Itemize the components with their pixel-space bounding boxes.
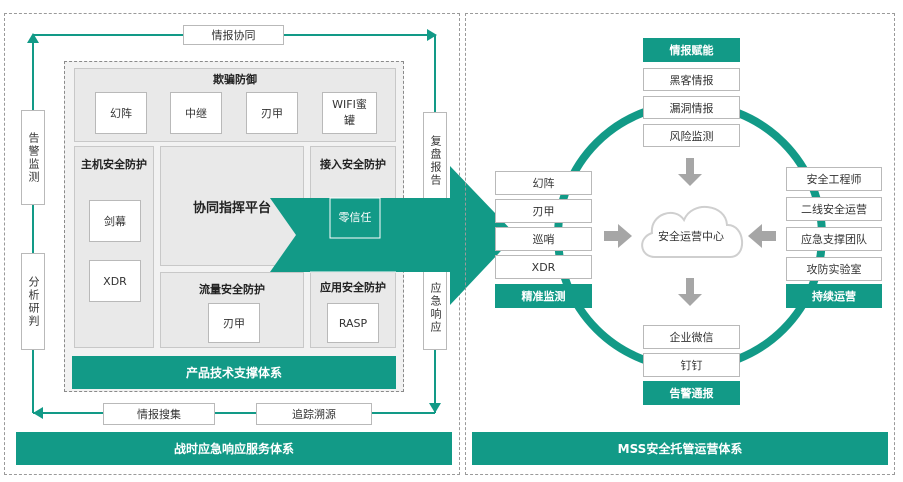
intel-item: 漏洞情报 <box>643 96 740 119</box>
label-analysis: 分析研判 <box>21 253 45 350</box>
monitor-item: 刃甲 <box>495 199 592 223</box>
traffic-title: 流量安全防护 <box>199 283 265 296</box>
continuous-ops-title: 持续运营 <box>786 284 882 308</box>
host-item: 剑幕 <box>89 200 141 242</box>
app-title: 应用安全防护 <box>320 281 386 294</box>
ops-item: 攻防实验室 <box>786 257 882 281</box>
precise-monitor-title: 精准监测 <box>495 284 592 308</box>
ops-item: 安全工程师 <box>786 167 882 191</box>
deception-title: 欺骗防御 <box>213 73 257 86</box>
deception-item: WIFI蜜罐 <box>322 92 377 134</box>
right-footer: MSS安全托管运营体系 <box>472 432 888 465</box>
ops-center: 安全运营中心 <box>658 230 724 243</box>
label-intel-collab: 情报协同 <box>183 25 284 45</box>
monitor-item: 巡哨 <box>495 227 592 251</box>
arrow-right-icon <box>604 231 618 241</box>
cloud-icon <box>641 205 744 258</box>
alert-item: 企业微信 <box>643 325 740 349</box>
host-title: 主机安全防护 <box>81 158 147 171</box>
intel-item: 风险监测 <box>643 124 740 147</box>
access-item: 零信任 <box>338 211 372 224</box>
right-panel <box>465 13 895 475</box>
host-item: XDR <box>89 260 141 302</box>
command-platform-title: 协同指挥平台 <box>192 200 271 216</box>
loop-arrow-right-icon <box>427 29 437 41</box>
alert-item: 钉钉 <box>643 353 740 377</box>
access-title: 接入安全防护 <box>320 158 386 171</box>
left-footer: 战时应急响应服务体系 <box>16 432 452 465</box>
intel-empower-title: 情报赋能 <box>643 38 740 62</box>
intel-item: 黑客情报 <box>643 68 740 91</box>
label-alert-monitor: 告警监测 <box>21 110 45 205</box>
traffic-panel <box>160 272 304 348</box>
deception-item: 中继 <box>170 92 222 134</box>
label-trace-source: 追踪溯源 <box>256 403 372 425</box>
label-review-report: 复盘报告 <box>423 112 447 210</box>
monitor-item: XDR <box>495 255 592 279</box>
label-intel-gather: 情报搜集 <box>103 403 215 425</box>
monitor-item: 幻阵 <box>495 171 592 195</box>
arrow-down-icon <box>686 278 694 294</box>
app-item: RASP <box>327 303 379 343</box>
ops-item: 应急支撑团队 <box>786 227 882 251</box>
label-emergency-response: 应急响应 <box>423 265 447 350</box>
loop-arrow-down-icon <box>429 403 441 413</box>
deception-item: 刃甲 <box>246 92 298 134</box>
alert-notify-title: 告警通报 <box>643 381 740 405</box>
traffic-item: 刃甲 <box>208 303 260 343</box>
flow-arrow <box>270 166 516 305</box>
support-bar: 产品技术支撑体系 <box>72 356 396 389</box>
arrow-left-icon <box>762 231 776 241</box>
host-panel <box>74 146 154 348</box>
ops-item: 二线安全运营 <box>786 197 882 221</box>
loop-arrow-left-icon <box>33 407 43 419</box>
arrow-down-icon <box>686 158 694 174</box>
deception-item: 幻阵 <box>95 92 147 134</box>
loop-arrow-up-icon <box>27 33 39 43</box>
